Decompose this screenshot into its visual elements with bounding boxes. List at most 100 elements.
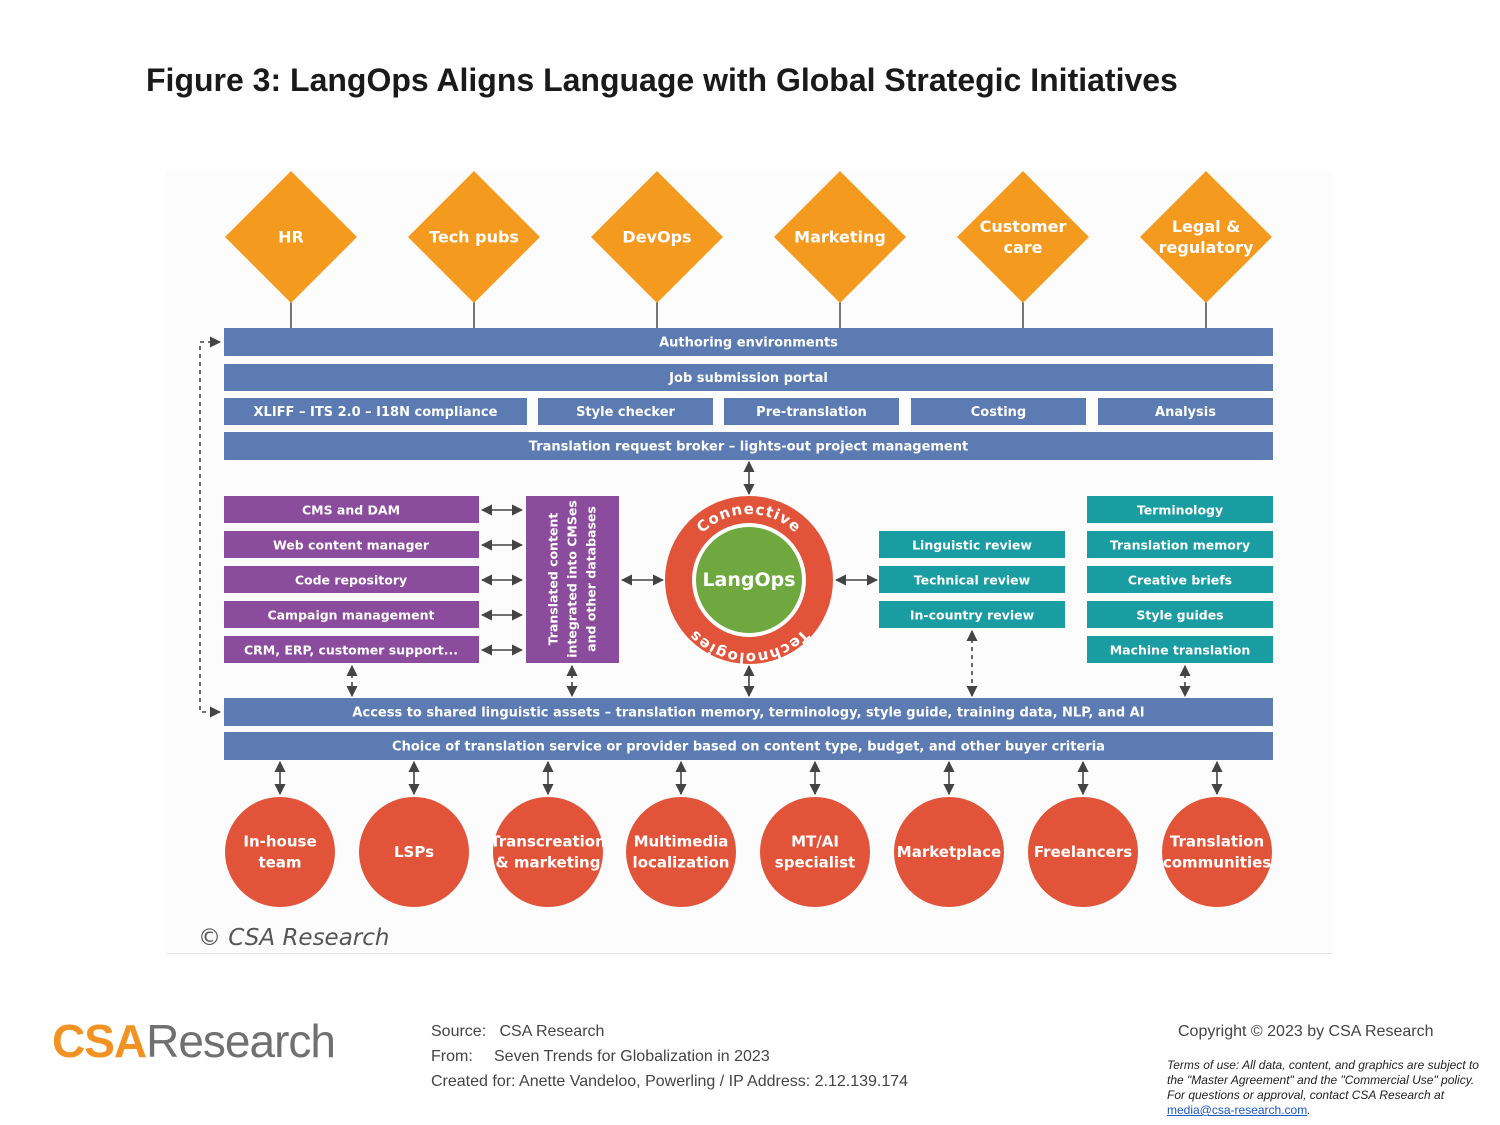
content-system-box bbox=[224, 531, 479, 558]
provider-label: localization bbox=[633, 854, 730, 872]
asset-label: Translation memory bbox=[1110, 538, 1250, 553]
provider-label: team bbox=[258, 854, 301, 872]
provider-label: & marketing bbox=[496, 854, 601, 872]
tool-bar bbox=[724, 398, 899, 425]
csa-research-logo: CSAResearch bbox=[52, 1015, 336, 1067]
provider-label: Marketplace bbox=[897, 843, 1001, 861]
logo-research-text: Research bbox=[146, 1015, 336, 1067]
from-line: From: Seven Trends for Globalization in 2… bbox=[431, 1048, 770, 1066]
review-box bbox=[879, 531, 1065, 558]
source-label: Source: bbox=[431, 1023, 487, 1040]
csa-copyright-mark: © CSA Research bbox=[198, 925, 389, 951]
terms-text: Terms of use: All data, content, and gra… bbox=[1167, 1058, 1479, 1102]
integration-label: Translated content bbox=[546, 513, 561, 646]
terms-email-link[interactable]: media@csa-research.com bbox=[1167, 1103, 1308, 1117]
shared-assets-bar bbox=[224, 698, 1273, 726]
function-label: HR bbox=[278, 228, 304, 247]
diagram-panel: HR Tech pubs DevOps Marketing Customer care Le… bbox=[166, 170, 1332, 954]
provider-circle bbox=[760, 797, 870, 907]
from-value: Seven Trends for Globalization in 2023 bbox=[494, 1048, 770, 1065]
tool-bar bbox=[538, 398, 713, 425]
provider-label: In-house bbox=[243, 833, 316, 851]
job-portal-bar-label: Job submission portal bbox=[668, 371, 828, 386]
function-label: care bbox=[1003, 238, 1042, 257]
figure-title: Figure 3: LangOps Aligns Language with G… bbox=[146, 62, 1178, 98]
source-line: Source: CSA Research bbox=[431, 1023, 604, 1041]
authoring-bar-label: Authoring environments bbox=[659, 336, 838, 351]
content-system-box bbox=[224, 636, 479, 663]
terms-of-use: Terms of use: All data, content, and gra… bbox=[1167, 1058, 1489, 1118]
asset-label: Style guides bbox=[1136, 608, 1223, 623]
source-value: CSA Research bbox=[499, 1023, 605, 1040]
provider-label: Translation bbox=[1170, 833, 1264, 851]
content-system-box bbox=[224, 601, 479, 628]
created-for-line: Created for: Anette Vandeloo, Powerling … bbox=[431, 1073, 908, 1091]
content-system-label: CRM, ERP, customer support... bbox=[244, 643, 458, 658]
hub-core bbox=[696, 527, 802, 633]
created-value: Anette Vandeloo, Powerling / IP Address:… bbox=[519, 1073, 909, 1090]
provider-circle bbox=[359, 797, 469, 907]
review-box bbox=[879, 601, 1065, 628]
provider-circles: In-house team LSPs Transcreation & marketing… bbox=[225, 797, 1272, 907]
function-diamond bbox=[225, 171, 357, 303]
function-label: Marketing bbox=[794, 228, 886, 247]
provider-circle bbox=[225, 797, 335, 907]
function-diamond bbox=[774, 171, 906, 303]
function-label: regulatory bbox=[1159, 238, 1254, 257]
tool-bar-label: Pre-translation bbox=[756, 405, 867, 420]
review-label: Linguistic review bbox=[912, 538, 1032, 553]
provider-choice-bar-label: Choice of translation service or provide… bbox=[392, 740, 1105, 755]
tool-bar-label: Style checker bbox=[576, 405, 675, 420]
function-label: Tech pubs bbox=[429, 228, 519, 247]
content-system-label: Code repository bbox=[295, 573, 407, 588]
asset-box bbox=[1087, 601, 1273, 628]
tool-bar-label: Costing bbox=[971, 405, 1026, 420]
function-label: DevOps bbox=[622, 228, 691, 247]
provider-label: LSPs bbox=[394, 843, 434, 861]
asset-label: Creative briefs bbox=[1128, 573, 1232, 588]
tool-bar bbox=[224, 398, 527, 425]
asset-label: Terminology bbox=[1137, 503, 1223, 518]
authoring-bar bbox=[224, 328, 1273, 356]
function-diamond bbox=[408, 171, 540, 303]
provider-label: Freelancers bbox=[1034, 843, 1132, 861]
asset-label: Machine translation bbox=[1110, 643, 1251, 658]
function-label: Legal & bbox=[1172, 217, 1240, 236]
broker-bar-label: Translation request broker – lights-out … bbox=[529, 440, 968, 455]
function-diamonds: HR Tech pubs DevOps Marketing Customer care Le… bbox=[225, 171, 1272, 303]
copyright-notice: Copyright © 2023 by CSA Research bbox=[1178, 1023, 1434, 1040]
created-label: Created for: bbox=[431, 1073, 516, 1090]
provider-choice-bar bbox=[224, 732, 1273, 760]
asset-box bbox=[1087, 566, 1273, 593]
tool-bar-label: Analysis bbox=[1155, 405, 1216, 420]
function-label: Customer bbox=[980, 217, 1067, 236]
tool-bar bbox=[911, 398, 1086, 425]
from-label: From: bbox=[431, 1048, 473, 1065]
tool-bar bbox=[1098, 398, 1273, 425]
integration-box bbox=[526, 496, 619, 663]
provider-circle bbox=[626, 797, 736, 907]
content-system-label: Campaign management bbox=[267, 608, 434, 623]
provider-label: MT/AI bbox=[791, 833, 839, 851]
asset-box bbox=[1087, 636, 1273, 663]
provider-label: Transcreation bbox=[490, 833, 606, 851]
content-system-box bbox=[224, 496, 479, 523]
langops-diagram: HR Tech pubs DevOps Marketing Customer care Le… bbox=[198, 171, 1273, 951]
function-diamond bbox=[957, 171, 1089, 303]
provider-circle bbox=[894, 797, 1004, 907]
provider-label: communities bbox=[1163, 854, 1271, 872]
logo-csa-text: CSA bbox=[52, 1015, 147, 1067]
job-portal-bar bbox=[224, 364, 1273, 391]
provider-circle bbox=[1028, 797, 1138, 907]
provider-circle bbox=[1162, 797, 1272, 907]
broker-bar bbox=[224, 432, 1273, 460]
feedback-loop-arrow bbox=[199, 336, 222, 718]
terms-end: . bbox=[1307, 1103, 1311, 1117]
function-diamond bbox=[1140, 171, 1272, 303]
integration-label: and other databases bbox=[584, 506, 599, 652]
asset-box bbox=[1087, 531, 1273, 558]
